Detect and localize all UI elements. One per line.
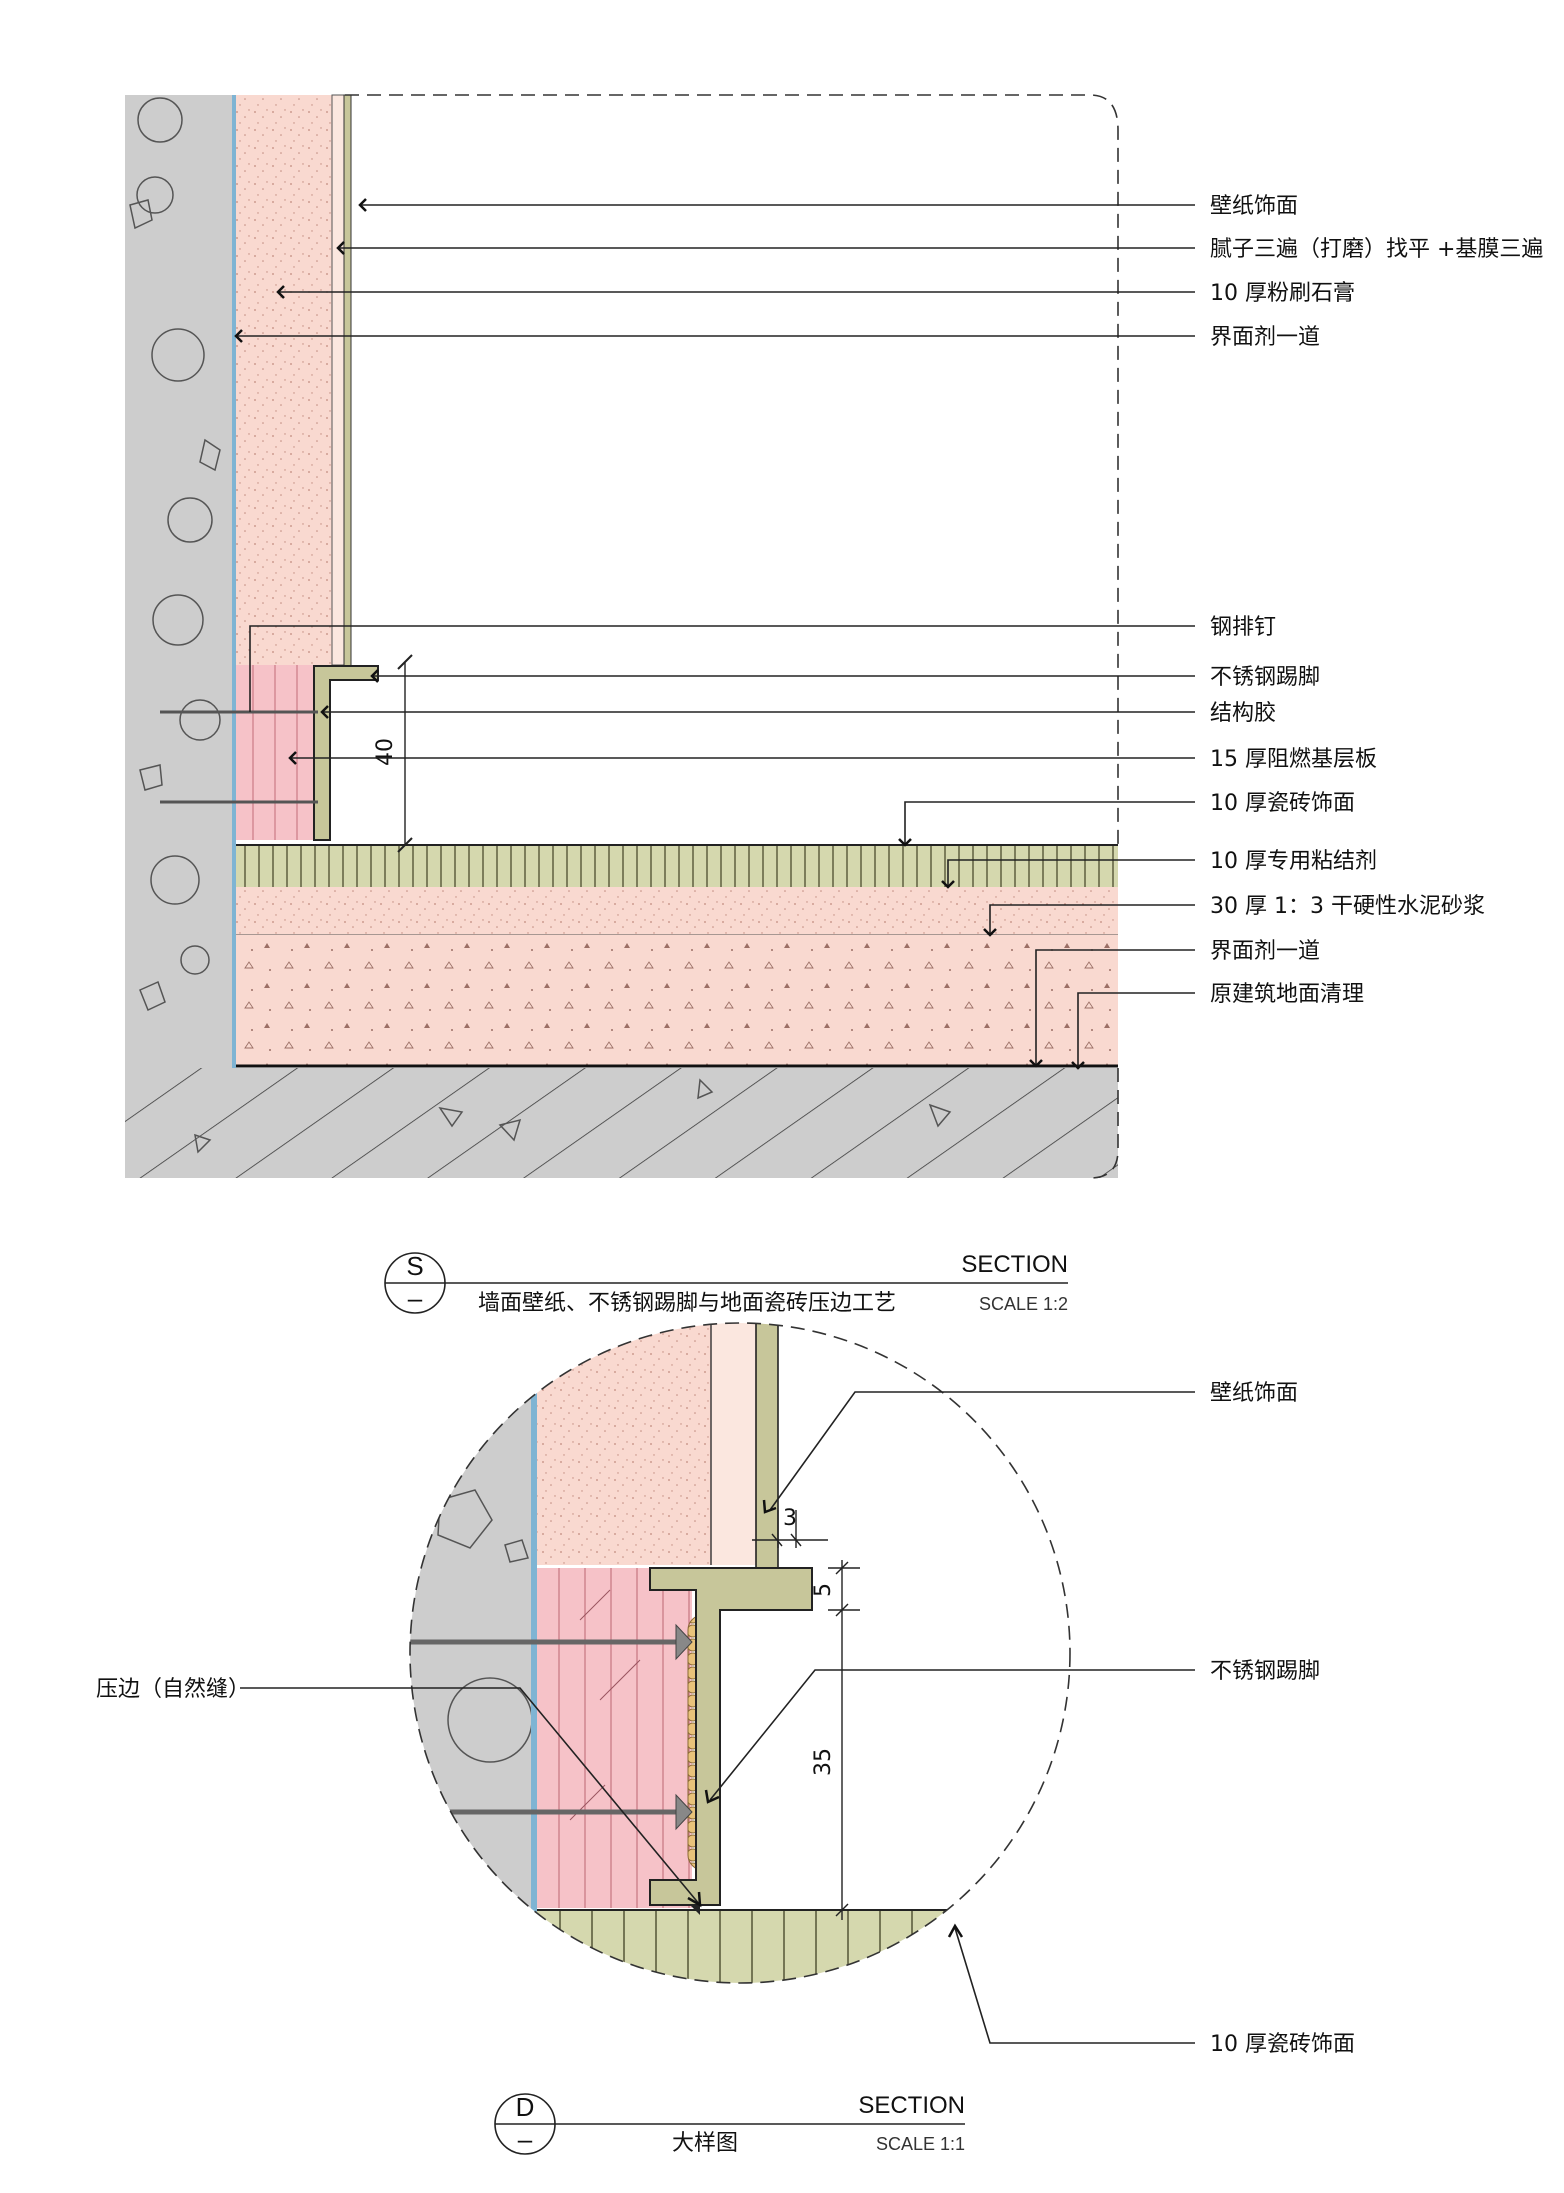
section-s-scale: SCALE 1:2 bbox=[979, 1294, 1068, 1314]
concrete-wall bbox=[125, 95, 235, 1070]
callout-steel-nails: 钢排钉 bbox=[1210, 615, 1276, 640]
detail-dimensions bbox=[752, 1510, 860, 1920]
detail-callout-edge-seam: 压边（自然缝） bbox=[96, 1677, 250, 1702]
detail-wallpaper-layer bbox=[755, 1323, 779, 1569]
callout-cement-mortar: 30 厚 1：3 干硬性水泥砂浆 bbox=[1210, 894, 1485, 919]
section-s-symbol: S bbox=[406, 1251, 423, 1281]
section-s-labels: 壁纸饰面 腻子三遍（打磨）找平 +基膜三遍 10 厚粉刷石膏 界面剂一道 钢排钉… bbox=[1210, 194, 1543, 1007]
dimension-40-text: 40 bbox=[373, 738, 398, 766]
callout-interface-agent-floor: 界面剂一道 bbox=[1210, 939, 1320, 964]
steel-nails bbox=[160, 710, 318, 804]
callout-floor-cleanup: 原建筑地面清理 bbox=[1210, 982, 1364, 1007]
section-s-title-block: S – SECTION 墙面壁纸、不锈钢踢脚与地面瓷砖压边工艺 SCALE 1:… bbox=[384, 1251, 1068, 1316]
section-d-title-block: D – SECTION 大样图 SCALE 1:1 bbox=[494, 2092, 965, 2156]
callout-gypsum-plaster: 10 厚粉刷石膏 bbox=[1210, 281, 1355, 306]
section-s-drawing: 40 bbox=[125, 94, 1119, 1179]
detail-callout-tile-finish: 10 厚瓷砖饰面 bbox=[1210, 2032, 1355, 2057]
aggregate-circles bbox=[129, 97, 221, 1012]
stainless-skirting bbox=[313, 665, 379, 841]
section-s-symbol-sub: – bbox=[408, 1283, 423, 1313]
section-s-label: SECTION bbox=[961, 1251, 1068, 1278]
detail-putty-layer bbox=[711, 1323, 756, 1565]
callout-structural-glue: 结构胶 bbox=[1210, 701, 1276, 726]
section-d-label: SECTION bbox=[858, 2092, 965, 2119]
detail-dimension-3: 3 bbox=[783, 1506, 797, 1531]
detail-dimension-35: 35 bbox=[811, 1748, 836, 1776]
section-d-leaders bbox=[240, 1391, 1195, 2044]
wallpaper-layer bbox=[343, 94, 352, 668]
section-d-title: 大样图 bbox=[672, 2131, 738, 2156]
callout-putty-layers: 腻子三遍（打磨）找平 +基膜三遍 bbox=[1210, 237, 1543, 262]
section-d-scale: SCALE 1:1 bbox=[876, 2134, 965, 2154]
detail-adhesive bbox=[537, 2010, 1097, 2040]
detail-boundary-circle bbox=[409, 1322, 1071, 1984]
section-d-drawing: 3 5 35 bbox=[409, 1322, 1097, 2040]
detail-dimension-5: 5 bbox=[811, 1583, 836, 1597]
callout-wallpaper-finish: 壁纸饰面 bbox=[1210, 194, 1298, 219]
section-d-symbol: D bbox=[516, 2092, 535, 2122]
putty-layer bbox=[331, 94, 345, 666]
detail-concrete-wall bbox=[410, 1323, 532, 1983]
section-s-leaders bbox=[234, 198, 1195, 1070]
callout-stainless-skirting: 不锈钢踢脚 bbox=[1210, 665, 1320, 690]
section-boundary-dashed bbox=[345, 94, 1119, 1179]
detail-callout-stainless-skirting: 不锈钢踢脚 bbox=[1210, 1659, 1320, 1684]
section-d-labels: 壁纸饰面 不锈钢踢脚 压边（自然缝） 10 厚瓷砖饰面 bbox=[96, 1381, 1355, 2057]
callout-tile-finish: 10 厚瓷砖饰面 bbox=[1210, 791, 1355, 816]
detail-stainless-skirting bbox=[649, 1567, 813, 1906]
callout-tile-adhesive: 10 厚专用粘结剂 bbox=[1210, 849, 1377, 874]
callout-interface-agent-wall: 界面剂一道 bbox=[1210, 325, 1320, 350]
section-s-title: 墙面壁纸、不锈钢踢脚与地面瓷砖压边工艺 bbox=[478, 1291, 896, 1316]
callout-fire-retardant-board: 15 厚阻燃基层板 bbox=[1210, 747, 1377, 772]
dimension-40: 40 bbox=[373, 654, 413, 853]
detail-callout-wallpaper: 壁纸饰面 bbox=[1210, 1381, 1298, 1406]
section-d-symbol-sub: – bbox=[518, 2124, 533, 2154]
